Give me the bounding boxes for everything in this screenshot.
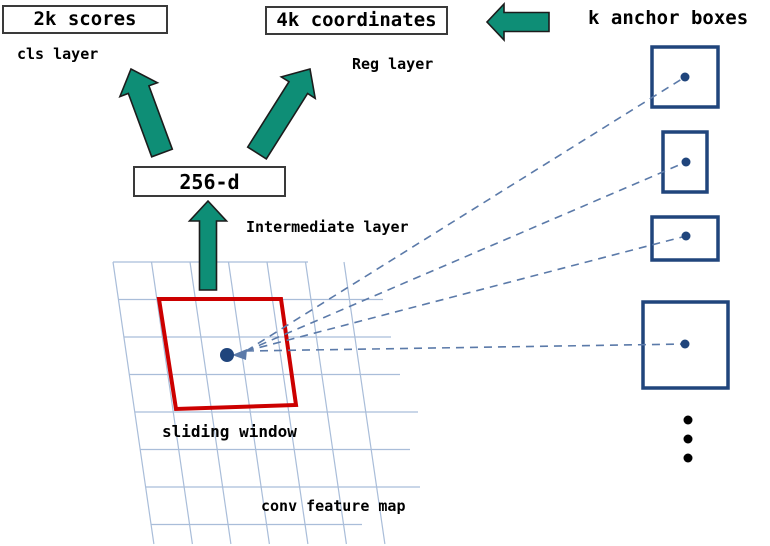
anchor-box-center-dot [680, 339, 690, 349]
ellipsis-dot [683, 415, 693, 425]
grid-col-line [189, 261, 232, 545]
cls-arrow [118, 67, 174, 158]
reg-layer-label: Reg layer [352, 55, 434, 73]
anchor-connector-line [245, 76, 686, 352]
ellipsis-dot [683, 453, 693, 463]
anchor-connector-line [245, 235, 687, 352]
grid-col-line [150, 261, 193, 545]
scores-label: 2k scores [33, 8, 137, 30]
anchor-box-center-dot [681, 231, 691, 241]
coordinates-box: 4k coordinates [265, 6, 448, 35]
scores-box: 2k scores [2, 5, 168, 34]
anchor-connector-line [245, 343, 686, 352]
grid-col-line [266, 261, 309, 545]
grid-col-line [227, 261, 270, 545]
sliding-window-label: sliding window [162, 422, 297, 441]
intermediate-layer-label: Intermediate layer [246, 218, 409, 236]
grid-col-line [112, 261, 155, 545]
cls-layer-label: cls layer [17, 45, 99, 63]
coordinates-label: 4k coordinates [276, 9, 437, 31]
conv-feature-map-label: conv feature map [261, 497, 406, 515]
sliding-window-outline [156, 297, 299, 412]
ellipsis-dot [683, 434, 693, 444]
anchor-boxes-label: k anchor boxes [588, 7, 749, 29]
anchor-box-center-dot [681, 157, 691, 167]
feature-dim-box: 256-d [133, 166, 286, 197]
connector-arrowhead-icon [232, 349, 247, 360]
feature-dim-label: 256-d [179, 169, 240, 194]
reg-arrow [246, 67, 317, 161]
anchor-connector-line [245, 161, 687, 352]
sliding-window-center-dot [220, 348, 234, 362]
intermediate-arrow [187, 199, 229, 291]
anchor-arrow [485, 1, 550, 43]
grid-col-line [304, 261, 347, 545]
anchor-box-center-dot [680, 72, 690, 82]
grid-col-line [343, 261, 386, 545]
